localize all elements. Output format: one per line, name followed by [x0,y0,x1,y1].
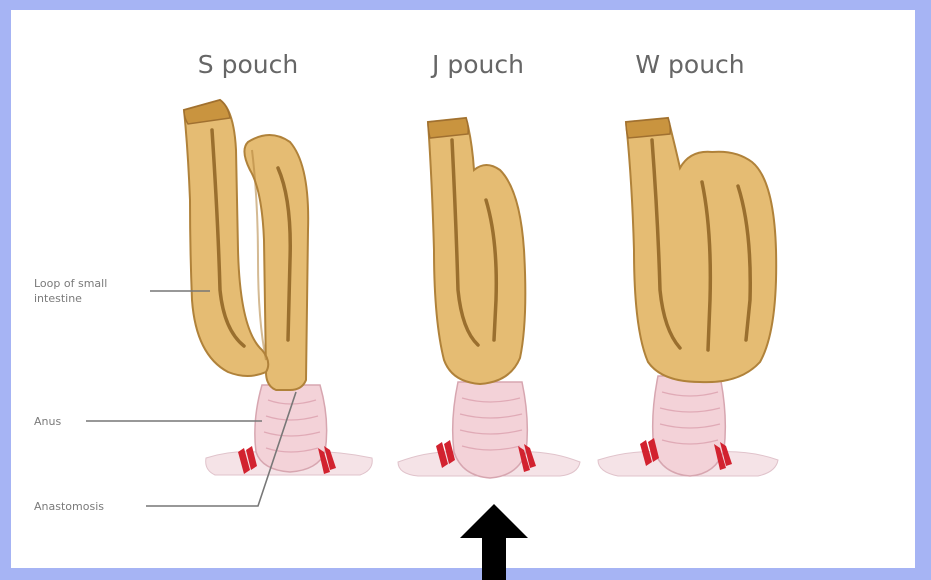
w-pouch-illustration [598,118,778,476]
title-s-pouch: S pouch [198,50,298,79]
w-pouch-anus [653,376,726,476]
s-pouch-anus [255,385,327,472]
title-j-pouch: J pouch [430,50,524,79]
up-arrow-icon [460,504,528,580]
label-loop-line1: Loop of small [34,277,107,290]
j-pouch-anus [453,382,528,478]
label-anus: Anus [34,415,61,428]
s-pouch-illustration [184,100,372,475]
label-anastomosis: Anastomosis [34,500,104,513]
w-pouch-body [626,118,776,382]
j-pouch-illustration [398,118,580,478]
title-w-pouch: W pouch [635,50,744,79]
label-loop-line2: intestine [34,292,82,305]
